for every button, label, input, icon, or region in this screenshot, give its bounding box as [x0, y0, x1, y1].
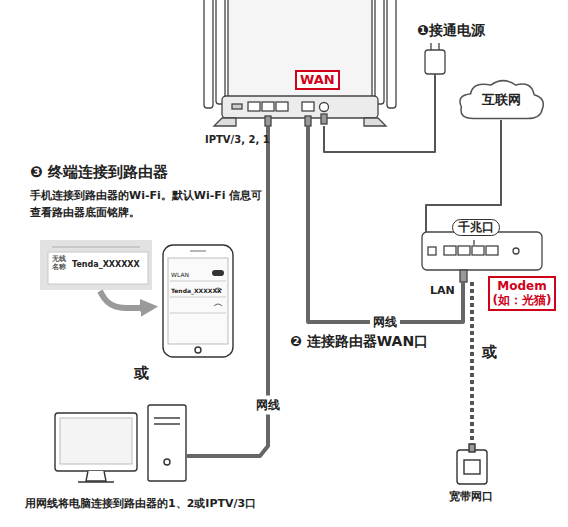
or-text: 或 — [482, 343, 497, 362]
router: WANIPTV/3, 2, 1 — [205, 0, 393, 120]
nameplate-card — [40, 240, 152, 290]
field-label: 无线名称 — [52, 256, 67, 271]
screen-text: WLAN — [171, 271, 189, 279]
power-adapter: ❶接通电源 — [425, 50, 445, 74]
cloud: 互联网 — [455, 78, 547, 122]
step-heading: ❶接通电源 — [417, 22, 485, 40]
modem-illustration — [422, 232, 542, 282]
port-label: WAN — [295, 70, 340, 90]
router-illustration — [204, 0, 396, 126]
ssid-text: Tenda_XXXXXX — [72, 260, 140, 270]
modem: 千兆口LANModem (如：光猫) — [422, 232, 542, 270]
step-heading: ❷ 连接路由器WAN口 — [290, 333, 428, 351]
step-body: 手机连接到路由器的Wi-Fi。默认Wi-Fi 信息可查看路由器底面铭牌。 — [30, 187, 266, 221]
cloud-label: 互联网 — [482, 92, 521, 108]
wan-cable — [308, 126, 463, 322]
ssid-text: Tenda_XXXXXX — [171, 287, 222, 295]
phone-illustration — [163, 245, 233, 357]
caption-text: 用网线将电脑连接到路由器的1、2或IPTV/3口 — [25, 497, 256, 511]
wall-socket — [457, 444, 487, 484]
computer: 用网线将电脑连接到路由器的1、2或IPTV/3口 — [55, 405, 187, 483]
power-cable — [324, 74, 435, 152]
pointer-arrow — [100, 291, 151, 308]
socket-label: 宽带网口 — [449, 490, 493, 504]
step-heading: ❸ 终端连接到路由器 — [30, 163, 168, 182]
power-adapter — [425, 43, 445, 74]
callout-label: 千兆口 — [452, 219, 500, 236]
device-label: Modem (如：光猫) — [488, 276, 556, 311]
computer-illustration — [55, 405, 186, 482]
cable-label: 网线 — [370, 313, 400, 332]
phone: WLAN Tenda_XXXXXX — [163, 245, 233, 357]
or-text: 或 — [134, 364, 149, 383]
port-label: IPTV/3, 2, 1 — [205, 134, 270, 147]
port-label: LAN — [430, 284, 455, 298]
fiber-line — [426, 120, 501, 232]
nameplate: 无线名称 Tenda_XXXXXX — [40, 240, 152, 290]
dashed-cable — [470, 282, 474, 444]
wall-socket: 宽带网口 — [457, 450, 487, 484]
cable-label: 网线 — [253, 396, 283, 415]
